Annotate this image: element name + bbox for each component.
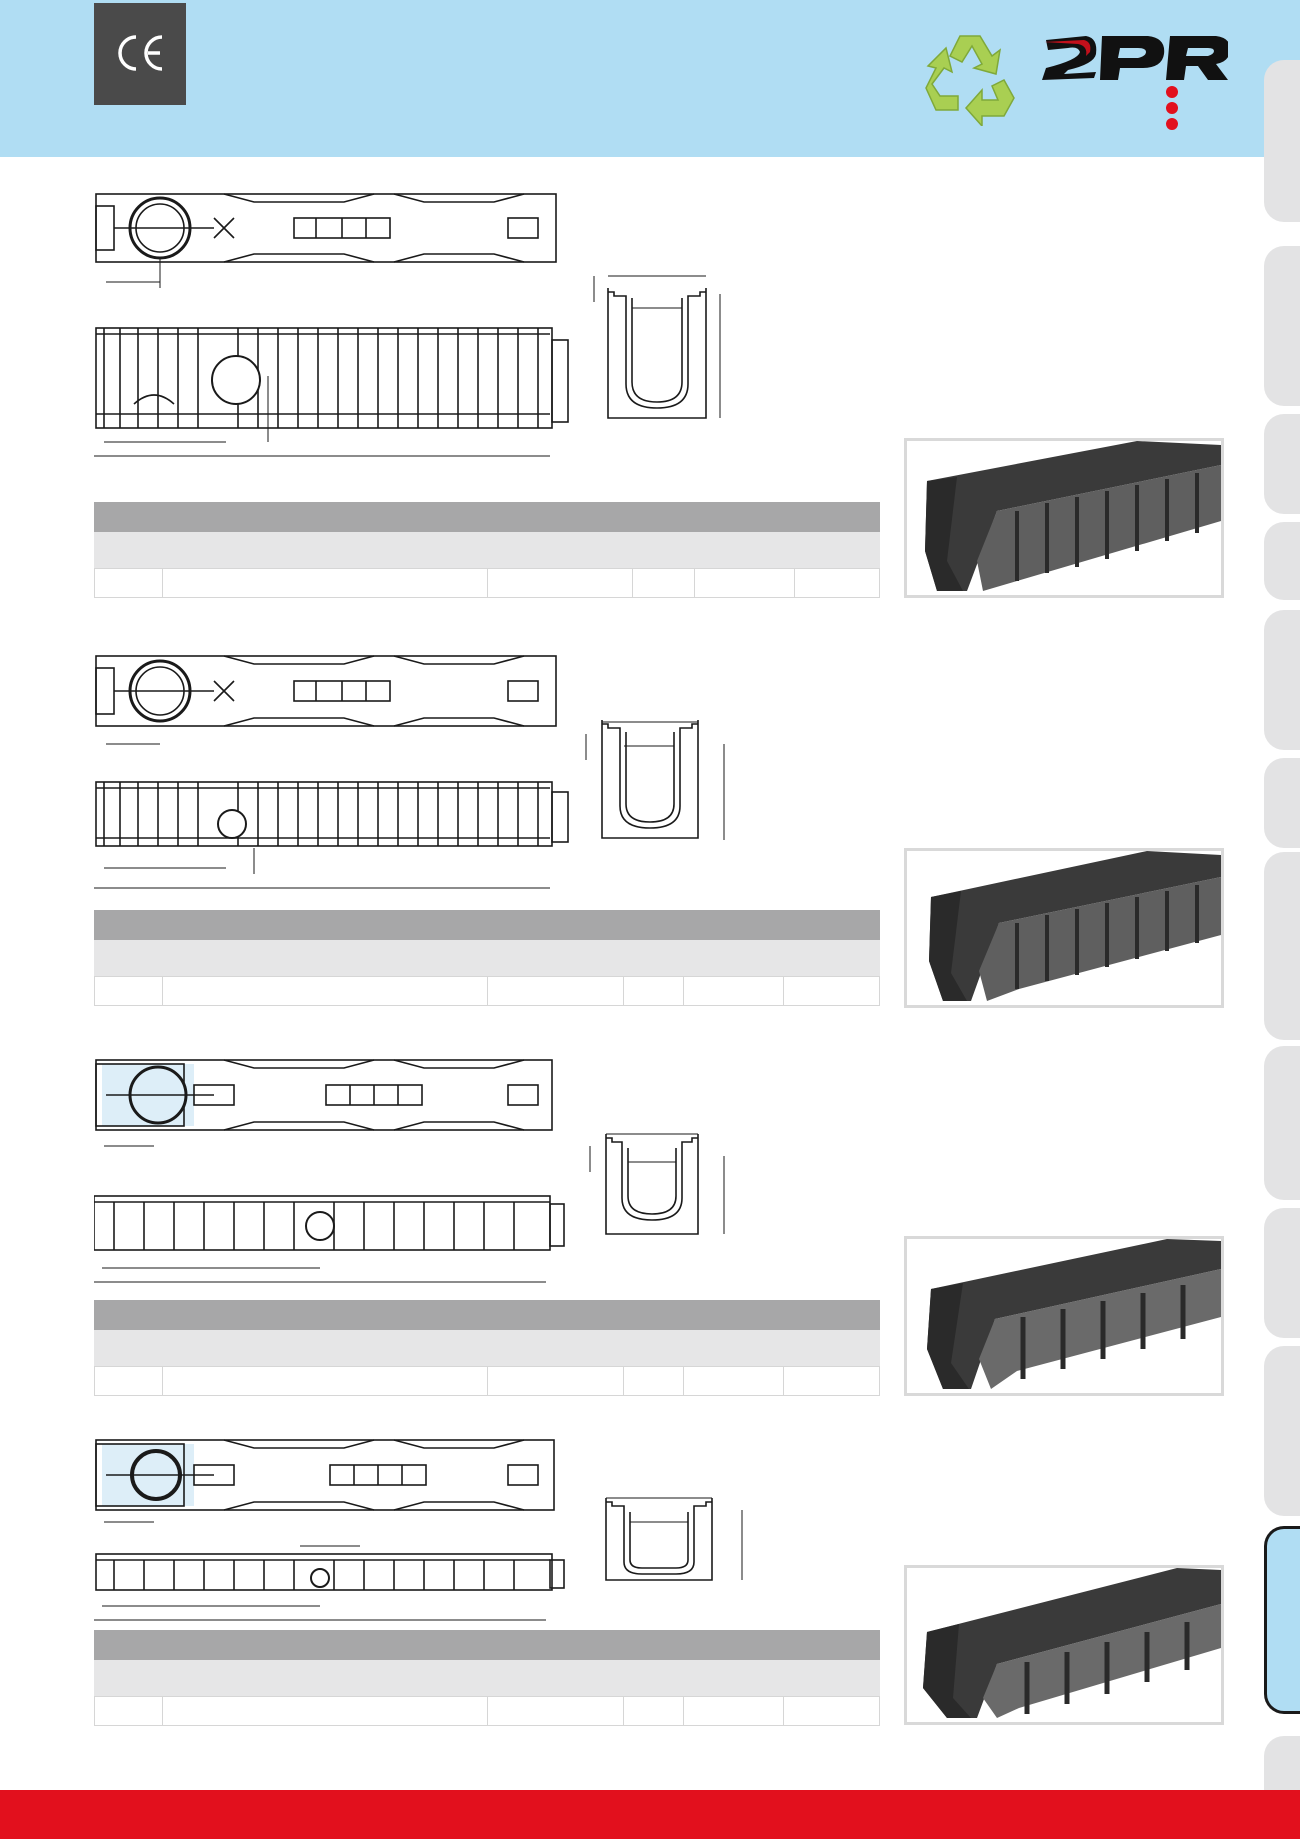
spec-table-3 (94, 1300, 880, 1396)
spec-table-4 (94, 1630, 880, 1726)
side-tab-active[interactable] (1264, 1526, 1300, 1714)
spec-table-3-header (94, 1300, 880, 1330)
spec-table-2 (94, 910, 880, 1006)
side-tab-strip (1264, 0, 1300, 1839)
spec-table-1-subheader (94, 532, 880, 568)
spec-table-4-subheader (94, 1660, 880, 1696)
spec-table-2-header (94, 910, 880, 940)
technical-drawing-3 (94, 1059, 725, 1283)
recycle-icon (925, 35, 1015, 126)
side-tab-2[interactable] (1264, 246, 1300, 406)
side-tab-6[interactable] (1264, 758, 1300, 848)
side-tab-1[interactable] (1264, 60, 1300, 222)
technical-drawing-1 (94, 193, 721, 457)
side-tab-10[interactable] (1264, 1346, 1300, 1516)
spec-table-4-header (94, 1630, 880, 1660)
ce-mark-glyph (118, 35, 163, 71)
spec-table-3-subheader (94, 1330, 880, 1366)
technical-drawing-4 (94, 1439, 743, 1621)
side-tab-5[interactable] (1264, 610, 1300, 750)
spec-table-1-header (94, 502, 880, 532)
side-tab-8[interactable] (1264, 1046, 1300, 1200)
ce-mark-icon (94, 3, 186, 105)
channel-photo-3 (904, 1236, 1224, 1396)
table-row (94, 568, 880, 598)
channel-photo-4 (904, 1565, 1224, 1725)
brand-logo (1042, 36, 1228, 130)
spec-table-1 (94, 502, 880, 598)
table-row (94, 976, 880, 1006)
side-tab-3[interactable] (1264, 414, 1300, 514)
side-tab-7[interactable] (1264, 852, 1300, 1040)
channel-photo-2 (904, 848, 1224, 1008)
page-footer-bar (0, 1790, 1300, 1839)
technical-drawing-2 (94, 655, 725, 889)
channel-photo-1 (904, 438, 1224, 598)
spec-table-2-subheader (94, 940, 880, 976)
page-header (0, 0, 1300, 157)
side-tab-4[interactable] (1264, 522, 1300, 600)
side-tab-9[interactable] (1264, 1208, 1300, 1338)
table-row (94, 1696, 880, 1726)
table-row (94, 1366, 880, 1396)
